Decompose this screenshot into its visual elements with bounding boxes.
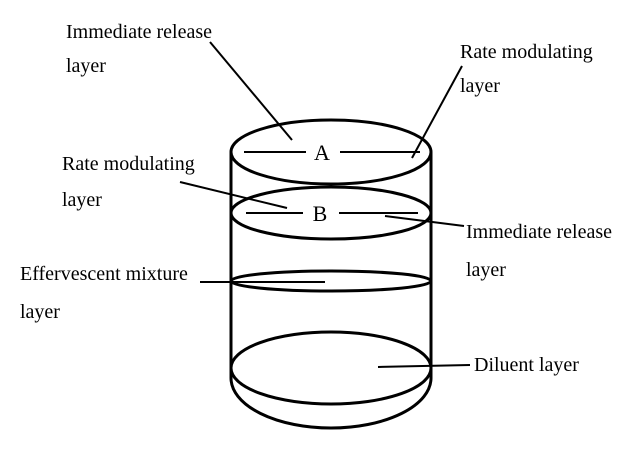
leader-diluent xyxy=(377,364,471,368)
cylinder-bottom-edge xyxy=(229,377,433,430)
label-effervescent: Effervescent mixture layer xyxy=(20,263,188,323)
cylinder xyxy=(229,118,433,430)
leader-immediate-release-right xyxy=(384,215,465,227)
leader-immediate-release-top xyxy=(209,41,293,141)
leader-lines xyxy=(179,41,471,368)
label-rate-modulating-top-line1: Rate modulating xyxy=(460,41,593,63)
leader-rate-modulating-top xyxy=(411,65,463,159)
label-rate-modulating-top: Rate modulating layer xyxy=(460,41,593,97)
label-immediate-release-top: Immediate release layer xyxy=(66,21,212,77)
layer-boundary-diluent xyxy=(229,330,433,406)
layer-boundary-b xyxy=(229,185,433,241)
label-rate-modulating-left-line2: layer xyxy=(62,189,102,211)
label-immediate-release-top-line2: layer xyxy=(66,55,106,77)
label-rate-modulating-left-line1: Rate modulating xyxy=(62,153,195,175)
marker-a: A xyxy=(314,140,330,165)
cylinder-top-ellipse xyxy=(229,118,433,186)
label-rate-modulating-left: Rate modulating layer xyxy=(62,153,195,211)
label-immediate-release-right-line2: layer xyxy=(466,259,506,281)
marker-b: B xyxy=(313,201,328,226)
label-immediate-release-right: Immediate release layer xyxy=(466,221,612,281)
label-immediate-release-right-line1: Immediate release xyxy=(466,221,612,243)
leader-rate-modulating-left xyxy=(179,181,288,209)
label-effervescent-line2: layer xyxy=(20,301,60,323)
label-immediate-release-top-line1: Immediate release xyxy=(66,21,212,43)
label-rate-modulating-top-line2: layer xyxy=(460,75,500,97)
label-effervescent-line1: Effervescent mixture xyxy=(20,263,188,285)
label-diluent: Diluent layer xyxy=(474,354,579,376)
